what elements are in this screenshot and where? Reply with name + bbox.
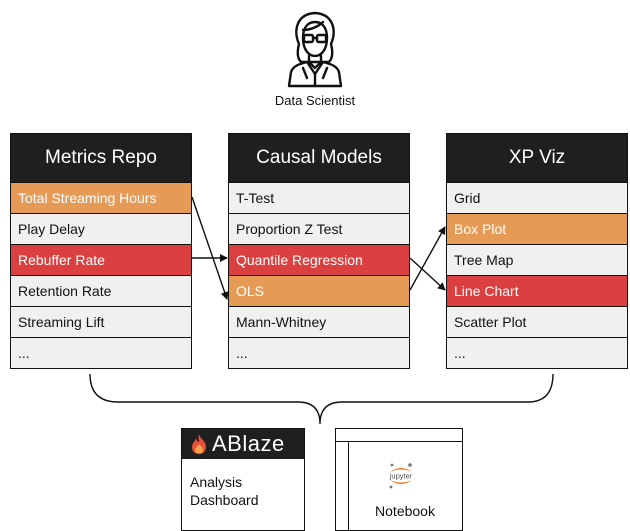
tools-brace [89, 373, 554, 425]
ablaze-description-line1: Analysis [190, 474, 243, 490]
notebook-top-rule [336, 441, 462, 442]
metric-total-streaming-hours[interactable]: Total Streaming Hours [11, 182, 191, 213]
ablaze-name: ABlaze [212, 431, 285, 456]
model-proportion-z-test[interactable]: Proportion Z Test [229, 213, 409, 244]
data-scientist-label: Data Scientist [274, 93, 356, 108]
data-scientist-icon [287, 11, 343, 88]
ablaze-description: Analysis Dashboard [182, 459, 304, 509]
viz-grid[interactable]: Grid [447, 182, 627, 213]
model-quantile-regression[interactable]: Quantile Regression [229, 244, 409, 275]
causal-models-title: Causal Models [229, 134, 409, 182]
metric-rebuffer-rate[interactable]: Rebuffer Rate [11, 244, 191, 275]
arrow-quantile-regression-to-line-chart [409, 257, 446, 291]
xp-viz-title: XP Viz [447, 134, 627, 182]
metrics-repo-panel: Metrics Repo Total Streaming Hours Play … [10, 133, 192, 369]
xp-viz-panel: XP Viz Grid Box Plot Tree Map Line Chart… [446, 133, 628, 369]
model-ols[interactable]: OLS [229, 275, 409, 306]
notebook-card[interactable]: jupyter Notebook [335, 428, 463, 531]
viz-box-plot[interactable]: Box Plot [447, 213, 627, 244]
metric-retention-rate[interactable]: Retention Rate [11, 275, 191, 306]
ablaze-description-line2: Dashboard [190, 492, 259, 508]
ablaze-header: ABlaze [182, 429, 304, 459]
notebook-side-rule [348, 441, 349, 530]
jupyter-logo-icon: jupyter [389, 463, 413, 489]
causal-models-panel: Causal Models T-Test Proportion Z Test Q… [228, 133, 410, 369]
viz-tree-map[interactable]: Tree Map [447, 244, 627, 275]
metrics-repo-title: Metrics Repo [11, 134, 191, 182]
model-t-test[interactable]: T-Test [229, 182, 409, 213]
viz-line-chart[interactable]: Line Chart [447, 275, 627, 306]
jupyter-logo-text: jupyter [389, 472, 413, 481]
metric-streaming-lift[interactable]: Streaming Lift [11, 306, 191, 337]
model-more[interactable]: ... [229, 337, 409, 368]
viz-more[interactable]: ... [447, 337, 627, 368]
arrow-total-streaming-hours-to-quantile-regression [191, 196, 229, 300]
metric-play-delay[interactable]: Play Delay [11, 213, 191, 244]
notebook-label: Notebook [375, 503, 435, 519]
flame-icon [192, 434, 206, 454]
model-mann-whitney[interactable]: Mann-Whitney [229, 306, 409, 337]
viz-scatter-plot[interactable]: Scatter Plot [447, 306, 627, 337]
metric-more[interactable]: ... [11, 337, 191, 368]
ablaze-card[interactable]: ABlaze Analysis Dashboard [181, 428, 305, 531]
arrow-ols-to-box-plot [409, 226, 446, 291]
